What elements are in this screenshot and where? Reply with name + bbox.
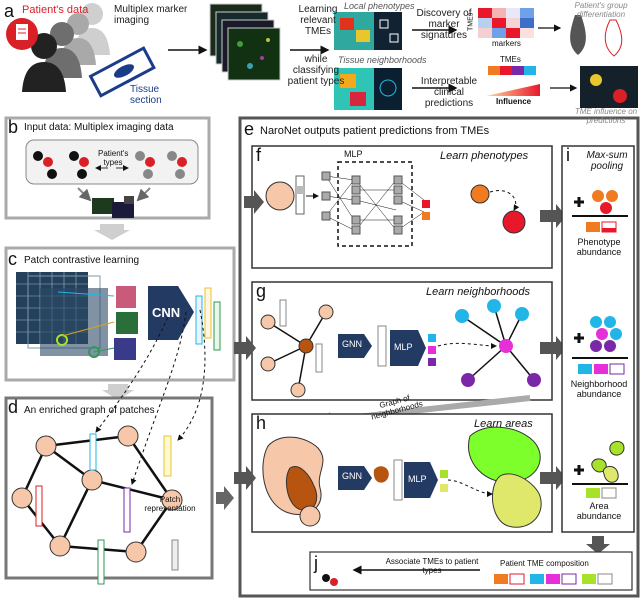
discovery-label: Discovery of marker signatures [416,8,472,41]
arrow-c-to-d [102,384,134,400]
mlp-block-g [390,330,426,366]
brown-blob-h [373,466,389,483]
tissue-section-slide [88,46,156,98]
associate-label: Associate TMEs to patient types [385,557,479,575]
panel-h-title: Learn areas [474,418,533,430]
panel-g-title: Learn neighborhoods [426,286,530,298]
mlp-label-h: MLP [408,474,427,484]
local-phenotypes-label: Local phenotypes [344,1,415,11]
panel-letter-b: b [8,117,19,137]
interpretable-label: Interpretable clinical predictions [420,76,478,109]
composition-label: Patient TME composition [500,559,589,568]
patient-data-label: Patient's data [22,4,89,16]
mlp-label-g: MLP [394,342,413,352]
arrow-d-to-e [216,486,234,510]
gnn-block-g [338,334,372,358]
node-embeddings-d [35,433,179,585]
panel-f-title: Learn phenotypes [440,150,529,162]
patient-types-label: Patient's types [98,149,129,167]
tme-influence-image [580,66,638,108]
local-phenotypes-image [334,12,402,50]
area-pool [572,441,628,499]
panel-letter-a: a [4,1,15,21]
panel-letter-e: e [244,119,255,139]
tissue-images-b [92,196,134,218]
panel-letter-h: h [256,413,267,433]
mlp-nodes [321,171,403,235]
group-diff-label: Patient's group differentiation [574,1,628,19]
patients-silhouettes [6,3,110,92]
pheno-abundance-label: Phenotype abundance [576,237,622,257]
influence-label: Influence [496,97,532,106]
mlp-label-f: MLP [344,149,363,159]
panel-letter-j: j [314,553,318,573]
tmes-axis-label: TMEs [467,12,475,31]
area-shapes-lime [468,426,542,528]
panel-letter-c: c [8,249,17,269]
neighborhood-graph-g [455,299,541,387]
augmented-patches [114,286,138,360]
tmes-label-2: TMEs [500,55,521,64]
patch-rep-label: Patch representation [144,495,196,513]
graph-g [260,299,334,398]
feature-vector-f [295,175,305,215]
multiplex-image-stack [209,3,281,81]
patient-icons-row [33,151,187,179]
cnn-block [148,286,194,340]
graph-nodes-d [11,425,183,563]
panel-letter-f: f [256,145,262,165]
cnn-label: CNN [152,305,181,320]
area-abundance-label: Area abundance [576,501,622,521]
tme-composition-bars [494,573,613,585]
neigh-pool [572,316,628,375]
mlp-network [325,175,425,231]
tissue-neighborhoods-label: Tissue neighborhoods [338,55,427,65]
panel-letter-g: g [256,281,267,301]
imaging-label: Multiplex marker imaging [114,4,188,26]
tme-influence-label: TME influence on predictions [574,107,638,125]
marker-heatmap [478,8,534,38]
panel-letter-d: d [8,397,19,417]
markers-axis-label: markers [492,39,521,48]
tissue-label: Tissue section [130,84,162,106]
embedding-bars-c [195,287,221,351]
classifying-label: while classifying patient types [287,54,345,87]
gnn-block-h [338,466,372,490]
tissue-neighborhoods-image [334,68,402,110]
patch-grid [16,272,108,358]
panel-i-title: Max-sum pooling [586,150,628,172]
panel-b-title: Input data: Multiplex imaging data [24,122,174,133]
gnn-label-g: GNN [342,339,362,349]
gnn-label-h: GNN [342,471,362,481]
learning-label: Learning relevant TMEs [298,4,338,37]
panel-e-title: NaroNet outputs patient predictions from… [260,125,490,137]
panel-letter-i: i [566,145,570,165]
pheno-pool [572,190,628,233]
panel-d-title: An enriched graph of patches [24,405,155,416]
tme-influence-bars [486,66,540,96]
area-shapes-h [262,436,324,527]
mlp-box [337,161,413,247]
panel-c-title: Patch contrastive learning [24,255,140,266]
arrow-b-to-c [94,224,130,240]
mlp-block-h [404,462,438,498]
neigh-abundance-label: Neighborhood abundance [570,379,628,399]
violin-plot [570,15,623,57]
